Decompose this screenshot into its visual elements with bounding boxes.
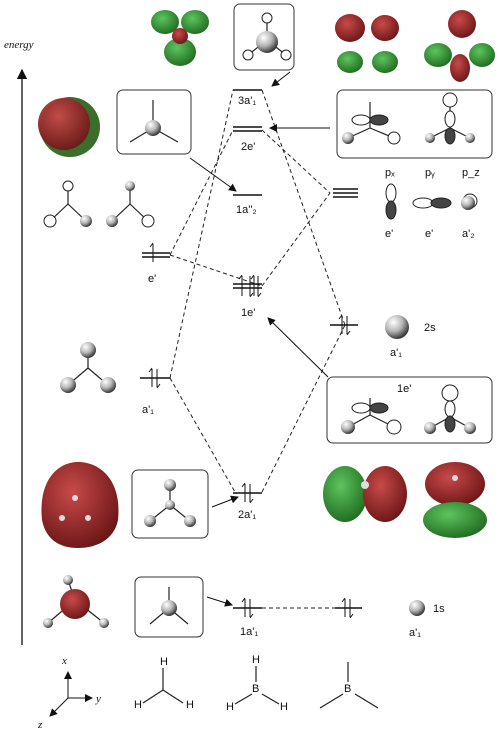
ao-p-labels: pₓ pᵧ p_z [385,167,480,179]
box-right-upper [336,89,493,159]
box-left-upper [116,89,192,155]
label-2a1: 2a'₁ [238,509,256,521]
label-1s: 1s [433,603,445,615]
label-2s: 2s [424,322,436,334]
h3-salc-e-left [43,180,92,228]
left-label-a1: a'₁ [142,404,154,416]
label-py: pᵧ [425,167,435,179]
svg-text:H: H [280,701,288,713]
orbital-surface-3a1-left [151,10,209,66]
svg-text:H: H [226,701,234,713]
axis-z-label: z [37,719,43,731]
svg-text:H: H [160,656,168,668]
structure-bh3: H B H H [226,654,288,713]
label-1a2: 1a''₂ [236,204,257,216]
box-top [233,3,295,71]
svg-text:H: H [252,654,260,666]
left-label-e: e' [148,273,156,285]
ao-p-pictures [385,183,478,220]
label-e2: e' [425,228,433,240]
label-1e: 1e' [241,307,255,319]
svg-text:B: B [252,683,259,695]
svg-text:B: B [344,683,351,695]
label-e1: e' [385,228,393,240]
ao-p-symmetry: e' e' a'₂ [385,228,475,240]
label-1s-sym: a'₁ [409,627,421,639]
label-3a1: 3a'₁ [238,95,256,107]
ao-2s: 2s a'₁ [385,315,436,359]
label-px: pₓ [385,167,395,179]
box-left-2a1 [131,469,209,539]
orbital-surface-1e-b [423,462,487,538]
orbital-surface-2a1 [41,462,119,548]
electrons-1a1 [241,597,254,619]
orbital-surface-1a1 [43,575,109,628]
h3-salc-e-right [106,181,155,228]
svg-text:H: H [134,699,142,711]
box-1e-label: 1e' [397,383,411,395]
energy-axis: energy [4,39,34,645]
label-1a1: 1a'₁ [240,626,258,638]
label-2s-sym: a'₁ [390,347,402,359]
mo-levels: 3a'₁ 2e' 1a''₂ 1e' 2a'₁ 1a'₁ [233,89,262,638]
axes-triad: x y z [37,655,101,731]
electrons-1e-b [250,274,262,298]
arrows [189,71,330,607]
orbital-surface-1e-a [323,466,407,522]
left-levels: e' a'₁ [140,242,170,416]
box-right-1e: 1e' [326,376,493,444]
label-2e: 2e' [241,141,255,153]
axis-x-label: x [61,655,67,667]
orbital-surface-1a2 [38,97,100,157]
electrons-2a1 [241,482,254,504]
axis-y-label: y [95,693,101,705]
structure-ch3-like: H H H [134,656,194,711]
orbital-surface-top-3 [335,14,399,73]
right-levels [330,188,362,619]
ao-1s: 1s a'₁ [409,600,445,639]
correlation-lines [169,89,346,609]
energy-axis-title: energy [4,39,34,51]
svg-text:H: H [186,699,194,711]
label-pz: p_z [462,167,480,179]
label-a2: a'₂ [462,228,475,240]
box-left-1a1 [134,576,204,638]
electrons-1e-a [238,274,254,298]
h3-salc-a1 [60,342,116,393]
structure-b-frame: B [319,662,379,709]
orbital-surface-top-4 [424,10,495,82]
